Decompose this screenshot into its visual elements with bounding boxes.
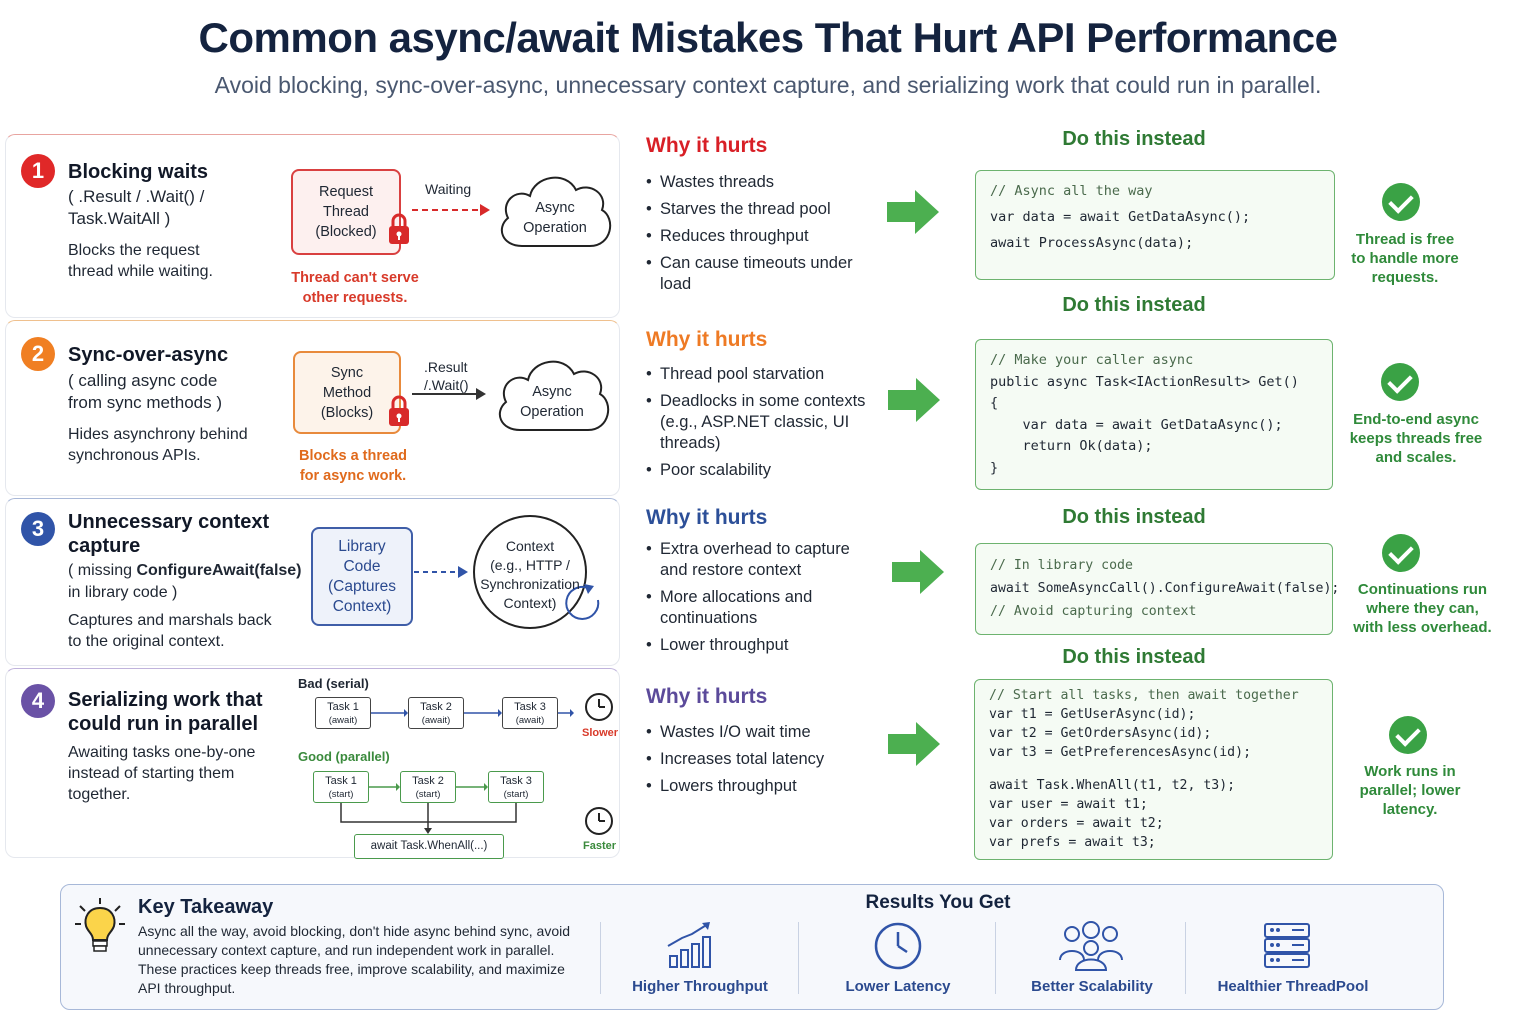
result-label: Healthier ThreadPool — [1217, 978, 1369, 995]
takeaway-title: Key Takeaway — [138, 896, 274, 918]
bar-chart-up-icon — [667, 922, 711, 968]
result-label: Higher Throughput — [632, 978, 768, 995]
bad-serial-label: Bad (serial) — [298, 676, 369, 691]
dashed-arrow — [412, 204, 490, 216]
slower-label: Slower — [582, 727, 619, 739]
serial-arrows — [371, 709, 574, 717]
task-box: Task 2(start) — [400, 771, 456, 803]
context-circle — [473, 515, 600, 629]
fix-title: Do this instead — [1062, 128, 1206, 150]
check-icon — [1382, 183, 1420, 221]
key-takeaway-panel — [60, 884, 1444, 1010]
cloud-icon — [498, 360, 609, 431]
good-parallel-label: Good (parallel) — [298, 749, 390, 764]
why-list: Wastes threadsStarves the thread poolRed… — [646, 172, 866, 301]
cloud-icon — [500, 176, 611, 247]
why-list: Thread pool starvationDeadlocks in some … — [646, 364, 876, 487]
fix-title: Do this instead — [1062, 294, 1206, 316]
task-box: Task 1(start) — [313, 771, 369, 803]
number-badge-2: 2 — [21, 337, 55, 371]
page-title: Common async/await Mistakes That Hurt AP… — [198, 14, 1338, 61]
number-badge-3: 3 — [21, 512, 55, 546]
arrow-right-icon — [888, 378, 940, 422]
why-title: Why it hurts — [646, 685, 768, 708]
divider — [600, 922, 601, 994]
mistake-title: Blocking waits — [68, 161, 209, 183]
why-title: Why it hurts — [646, 506, 768, 529]
lightbulb-icon — [75, 898, 125, 952]
number-badge-4: 4 — [21, 684, 55, 718]
fix-title: Do this instead — [1062, 646, 1206, 668]
users-group-icon — [1059, 921, 1123, 971]
divider — [1185, 922, 1186, 994]
clock-icon — [585, 807, 613, 835]
solid-arrow — [412, 388, 486, 400]
takeaway-text: Async all the way, avoid blocking, don't… — [138, 923, 570, 996]
check-icon — [1381, 363, 1419, 401]
arrow-label-waiting: Waiting — [425, 181, 472, 197]
why-list: Extra overhead to capture and restore co… — [646, 539, 866, 662]
clock-icon — [874, 922, 922, 970]
check-icon — [1382, 534, 1420, 572]
arrow-right-icon — [892, 550, 944, 594]
server-stack-icon — [1264, 923, 1310, 968]
task-box: Task 1(await) — [315, 697, 371, 729]
arrow-right-icon — [887, 190, 939, 234]
mistake-subtitle: ( .Result / .Wait() /Task.WaitAll ) — [68, 187, 205, 228]
fix-title: Do this instead — [1062, 506, 1206, 528]
divider — [995, 922, 996, 994]
why-list: Wastes I/O wait timeIncreases total late… — [646, 722, 866, 803]
lock-icon — [389, 395, 409, 426]
task-box: Task 2(await) — [408, 697, 464, 729]
whenall-box: await Task.WhenAll(...) — [354, 834, 504, 859]
why-title: Why it hurts — [646, 328, 768, 351]
why-title: Why it hurts — [646, 134, 768, 157]
dashed-arrow — [414, 566, 468, 578]
arrow-label-result-wait: .Result/.Wait() — [424, 359, 469, 393]
arrow-right-icon — [888, 722, 940, 766]
clock-icon — [585, 693, 613, 721]
result-label: Better Scalability — [1031, 978, 1153, 995]
task-box: Task 3(start) — [488, 771, 544, 803]
mistake-title: Sync-over-async — [68, 344, 229, 366]
page-subtitle: Avoid blocking, sync-over-async, unneces… — [214, 72, 1322, 98]
parallel-connectors — [340, 783, 517, 834]
check-icon — [1389, 716, 1427, 754]
results-title: Results You Get — [865, 892, 1011, 913]
divider — [798, 922, 799, 994]
lock-icon — [389, 213, 409, 244]
mistake-subtitle: ( missing ConfigureAwait(false) in libra… — [68, 562, 302, 601]
result-label: Lower Latency — [845, 978, 951, 995]
faster-label: Faster — [583, 840, 617, 852]
number-badge-1: 1 — [21, 154, 55, 188]
task-box: Task 3(await) — [502, 697, 558, 729]
